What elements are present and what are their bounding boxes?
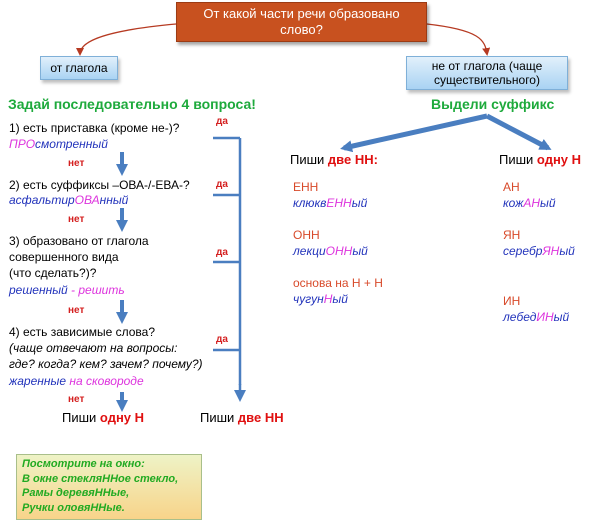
write-two-nn-colon: две НН:: [327, 152, 378, 167]
example-enn-end: ый: [351, 196, 368, 210]
example-4-participle: жаренные: [9, 374, 66, 388]
write-two-nn-1: две НН: [237, 410, 284, 425]
question-2-example: асфальтирОВАнный: [9, 193, 128, 207]
question-4-hint-1: (чаще отвечают на вопросы:: [9, 341, 178, 355]
example-yan-end: ый: [559, 244, 575, 258]
example-1-rest: смотренный: [35, 137, 108, 151]
example-3-verb: решить: [78, 283, 125, 297]
yes-label-1: да: [216, 116, 228, 127]
example-3-dash: -: [67, 283, 79, 297]
note-line-1: Посмотрите на окно:: [22, 458, 145, 470]
example-in-end: ый: [553, 310, 570, 324]
root-question-box: От какой части речи образовано слово?: [176, 2, 427, 42]
write-prefix-4: Пиши: [499, 152, 537, 167]
example-an-start: кож: [503, 196, 524, 210]
no-label-3: нет: [68, 305, 85, 316]
question-3-line-2: совершенного вида: [9, 250, 119, 264]
suffix-onn: ОНН: [293, 228, 320, 242]
example-stem-n-suffix: Н: [323, 292, 333, 306]
root-question-text: От какой части речи образовано слово?: [203, 6, 400, 37]
example-stem-n-end: ый: [332, 292, 348, 306]
arrow-to-two-nn: [340, 113, 488, 153]
example-onn-end: ый: [352, 244, 368, 258]
yes-label-3: да: [216, 247, 228, 258]
question-3-example: решенный - решить: [9, 283, 125, 297]
write-prefix-2: Пиши: [200, 410, 238, 425]
example-2-start: асфальтир: [9, 193, 75, 207]
question-3-line-3: (что сделать?)?: [9, 266, 97, 280]
write-one-n-2: одну Н: [536, 152, 582, 167]
example-yan-suffix: ЯН: [542, 244, 560, 258]
suffix-in: ИН: [503, 294, 521, 308]
branch-from-verb: от глагола: [40, 56, 118, 80]
example-enn-suffix: ЕНН: [326, 196, 352, 210]
example-enn: клюквЕННый: [293, 196, 367, 210]
write-prefix-3: Пиши: [290, 152, 328, 167]
window-note-box: Посмотрите на окно: В окне стекляННое ст…: [16, 454, 202, 520]
connector-to-right-branch: [426, 23, 491, 56]
example-3-participle: решенный: [9, 283, 68, 297]
example-yan-start: серебр: [503, 244, 543, 258]
note-line-2: В окне стекляННое стекло,: [22, 472, 179, 485]
suffix-enn: ЕНН: [293, 180, 319, 194]
example-stem-n: чугунНый: [293, 292, 348, 306]
example-an-suffix: АН: [523, 196, 541, 210]
result-write-two-nn-right: Пиши две НН:: [290, 152, 378, 167]
write-one-n-1: одну Н: [99, 410, 145, 425]
example-onn-suffix: ОНН: [325, 244, 353, 258]
example-an-end: ый: [540, 196, 556, 210]
left-heading: Задай последовательно 4 вопроса!: [8, 96, 256, 112]
suffix-stem-n: основа на Н + Н: [293, 276, 383, 290]
question-1: 1) есть приставка (кроме не-)?: [9, 121, 180, 135]
connector-to-left-branch: [76, 23, 177, 56]
question-4-hint-2: где? когда? кем? зачем? почему?): [9, 357, 203, 371]
suffix-yan: ЯН: [503, 228, 521, 242]
example-onn-start: лекци: [293, 244, 326, 258]
yes-label-4: да: [216, 334, 228, 345]
branch-not-from-verb: не от глагола (чаще существительного): [406, 56, 568, 90]
result-write-one-n-left: Пиши одну Н: [62, 410, 144, 425]
example-in-suffix: ИН: [536, 310, 554, 324]
note-line-4: Ручки оловяННые.: [22, 501, 125, 514]
example-1-prefix: ПРО: [9, 137, 36, 151]
example-stem-n-start: чугун: [293, 292, 324, 306]
question-4-example: жаренные на сковороде: [9, 374, 144, 388]
no-label-4: нет: [68, 394, 85, 405]
question-1-example: ПРОсмотренный: [9, 137, 108, 151]
result-write-one-n-right: Пиши одну Н: [499, 152, 581, 167]
note-line-3: Рамы деревяННые,: [22, 487, 130, 499]
write-prefix-1: Пиши: [62, 410, 100, 425]
branch-not-from-verb-label: не от глагола (чаще существительного): [431, 59, 543, 87]
no-label-2: нет: [68, 214, 85, 225]
question-3-line-1: 3) образовано от глагола: [9, 234, 149, 248]
result-write-two-nn-left: Пиши две НН: [200, 410, 284, 425]
example-yan: серебрЯНый: [503, 244, 575, 258]
example-in-start: лебед: [503, 310, 537, 324]
right-heading: Выдели суффикс: [431, 96, 555, 112]
example-4-dependent: на сковороде: [66, 374, 144, 388]
example-onn: лекциОННый: [293, 244, 368, 258]
example-in: лебедИНый: [503, 310, 569, 324]
question-2: 2) есть суффиксы –ОВА-/-ЕВА-?: [9, 178, 190, 192]
branch-from-verb-label: от глагола: [50, 61, 108, 75]
arrow-to-one-n: [485, 113, 552, 151]
example-2-suffix: ОВА: [74, 193, 100, 207]
suffix-an: АН: [503, 180, 520, 194]
yes-label-2: да: [216, 179, 228, 190]
no-label-1: нет: [68, 158, 85, 169]
example-an: кожАНый: [503, 196, 556, 210]
example-enn-start: клюкв: [293, 196, 327, 210]
example-2-end: нный: [99, 193, 129, 207]
question-4-line-1: 4) есть зависимые слова?: [9, 325, 155, 339]
